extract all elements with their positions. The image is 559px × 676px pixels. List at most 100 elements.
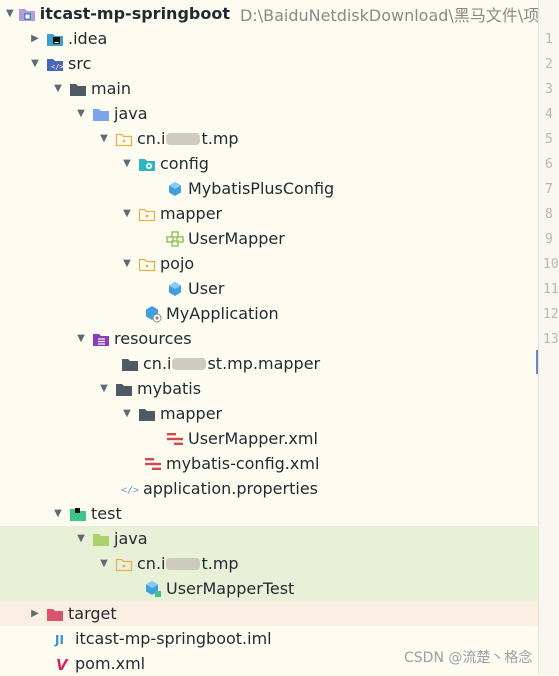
pojo-label: pojo bbox=[160, 254, 195, 273]
line-number: 2 bbox=[545, 57, 553, 72]
mapper-package-label: mapper bbox=[160, 204, 223, 223]
tree-row-application-properties[interactable]: </> application.properties bbox=[0, 476, 559, 501]
excluded-folder-icon bbox=[46, 605, 64, 623]
maven-icon: V bbox=[53, 655, 71, 673]
tree-row-root[interactable]: ▼ itcast-mp-springboot D:\BaiduNetdiskDo… bbox=[0, 1, 555, 26]
folder-icon bbox=[69, 80, 87, 98]
chevron-right-icon[interactable]: ▶ bbox=[31, 33, 39, 44]
tree-row-config[interactable]: ▼ config bbox=[0, 151, 559, 176]
chevron-down-icon[interactable]: ▼ bbox=[54, 83, 62, 94]
test-package-label-end: t.mp bbox=[201, 554, 239, 573]
tree-row-iml[interactable]: JI itcast-mp-springboot.iml bbox=[0, 626, 559, 651]
tree-row-main[interactable]: ▼ main bbox=[0, 76, 559, 101]
svg-text:V: V bbox=[56, 656, 69, 672]
chevron-down-icon[interactable]: ▼ bbox=[123, 408, 131, 419]
module-folder-icon bbox=[18, 5, 36, 23]
chevron-down-icon[interactable]: ▼ bbox=[100, 558, 108, 569]
tree-row-resources[interactable]: ▼ resources bbox=[0, 326, 559, 351]
chevron-down-icon[interactable]: ▼ bbox=[100, 383, 108, 394]
src-label: src bbox=[68, 54, 92, 73]
svg-text:</>: </> bbox=[121, 485, 139, 496]
tree-row-mapper-package[interactable]: ▼ mapper bbox=[0, 201, 559, 226]
resources-folder-icon bbox=[92, 330, 110, 348]
editor-gutter: 1 2 3 4 5 6 7 8 9 10 11 12 13 bbox=[538, 0, 559, 674]
root-path: D:\BaiduNetdiskDownload\黑马文件\项目 bbox=[239, 5, 556, 25]
test-java-label: java bbox=[114, 529, 148, 548]
java-label: java bbox=[114, 104, 148, 123]
tree-row-usermappertest[interactable]: UserMapperTest bbox=[0, 576, 538, 601]
main-label: main bbox=[91, 79, 131, 98]
tree-row-src[interactable]: ▼ </> src bbox=[0, 51, 559, 76]
chevron-down-icon[interactable]: ▼ bbox=[77, 108, 85, 119]
idea-folder-icon bbox=[46, 30, 64, 48]
tree-row-test-java[interactable]: ▼ java bbox=[0, 526, 538, 551]
chevron-down-icon[interactable]: ▼ bbox=[31, 58, 39, 69]
tree-row-mybatis-mapper[interactable]: ▼ mapper bbox=[0, 401, 559, 426]
iml-label: itcast-mp-springboot.iml bbox=[75, 629, 272, 648]
pom-label: pom.xml bbox=[75, 654, 146, 673]
tree-row-target[interactable]: ▶ target bbox=[0, 601, 538, 626]
tree-row-mybatisplusconfig[interactable]: MybatisPlusConfig bbox=[0, 176, 559, 201]
tree-row-test-package[interactable]: ▼ cn.i t.mp bbox=[0, 551, 538, 576]
idea-label: idea bbox=[73, 29, 108, 48]
class-icon bbox=[166, 180, 184, 198]
chevron-down-icon[interactable]: ▼ bbox=[100, 133, 108, 144]
tree-row-test[interactable]: ▼ test bbox=[0, 501, 559, 526]
chevron-down-icon[interactable]: ▼ bbox=[6, 8, 14, 19]
chevron-down-icon[interactable]: ▼ bbox=[123, 208, 131, 219]
interface-icon bbox=[166, 230, 184, 248]
line-number: 7 bbox=[545, 182, 553, 197]
tree-row-idea[interactable]: ▶ .idea bbox=[0, 26, 559, 51]
config-package-icon bbox=[138, 155, 156, 173]
usermapper-label: UserMapper bbox=[188, 229, 285, 248]
line-number: 6 bbox=[545, 157, 553, 172]
properties-icon: </> bbox=[121, 480, 139, 498]
resource-mapper-dir-label-end: st.mp.mapper bbox=[207, 354, 321, 373]
class-icon bbox=[166, 280, 184, 298]
chevron-down-icon[interactable]: ▼ bbox=[77, 533, 85, 544]
chevron-down-icon[interactable]: ▼ bbox=[77, 333, 85, 344]
chevron-right-icon[interactable]: ▶ bbox=[31, 608, 39, 619]
test-label: test bbox=[91, 504, 122, 523]
line-number: 8 bbox=[545, 207, 553, 222]
line-number: 9 bbox=[545, 232, 553, 247]
tree-row-mybatis[interactable]: ▼ mybatis bbox=[0, 376, 559, 401]
chevron-down-icon[interactable]: ▼ bbox=[54, 508, 62, 519]
package-label-end: t.mp bbox=[201, 129, 239, 148]
tree-row-pom[interactable]: V pom.xml bbox=[0, 651, 559, 676]
mybatis-config-xml-label: mybatis-config.xml bbox=[166, 454, 320, 473]
tree-row-user[interactable]: User bbox=[0, 276, 559, 301]
test-source-root-icon bbox=[92, 530, 110, 548]
test-class-icon bbox=[144, 580, 162, 598]
caret-marker bbox=[536, 350, 538, 374]
line-number: 13 bbox=[543, 332, 559, 347]
chevron-down-icon[interactable]: ▼ bbox=[123, 258, 131, 269]
usermappertest-label: UserMapperTest bbox=[166, 579, 295, 598]
tree-row-usermapper[interactable]: UserMapper bbox=[0, 226, 559, 251]
tree-row-pojo[interactable]: ▼ pojo bbox=[0, 251, 559, 276]
application-properties-label: application.properties bbox=[143, 479, 318, 498]
package-icon bbox=[138, 205, 156, 223]
line-number: 12 bbox=[543, 307, 559, 322]
folder-icon bbox=[121, 355, 139, 373]
tree-row-myapplication[interactable]: MyApplication bbox=[0, 301, 559, 326]
redaction-blur bbox=[166, 557, 201, 570]
package-icon bbox=[115, 555, 133, 573]
chevron-down-icon[interactable]: ▼ bbox=[123, 158, 131, 169]
tree-row-mybatis-config-xml[interactable]: mybatis-config.xml bbox=[0, 451, 559, 476]
line-number: 4 bbox=[545, 107, 553, 122]
mybatis-label: mybatis bbox=[137, 379, 202, 398]
tree-row-package[interactable]: ▼ cn.i t.mp bbox=[0, 126, 559, 151]
test-package-label-start: cn.i bbox=[137, 554, 166, 573]
myapplication-label: MyApplication bbox=[166, 304, 279, 323]
mybatis-xml-icon bbox=[144, 455, 162, 473]
package-label-start: cn.i bbox=[137, 129, 166, 148]
test-folder-icon bbox=[69, 505, 87, 523]
tree-row-java[interactable]: ▼ java bbox=[0, 101, 559, 126]
svg-text:JI: JI bbox=[54, 633, 64, 647]
tree-row-usermapper-xml[interactable]: UserMapper.xml bbox=[0, 426, 559, 451]
line-number: 11 bbox=[543, 282, 559, 297]
iml-icon: JI bbox=[53, 630, 71, 648]
